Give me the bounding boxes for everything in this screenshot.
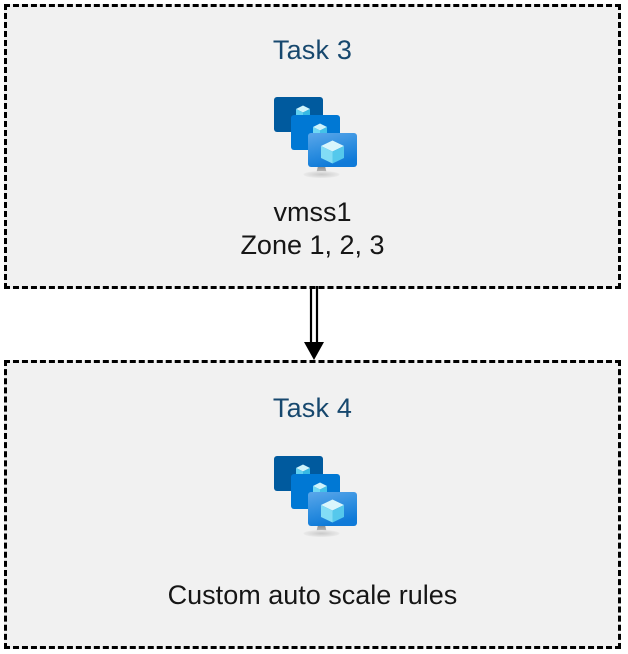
task4-label-line1: Custom auto scale rules bbox=[167, 580, 458, 610]
task3-label-line1: vmss1 bbox=[273, 197, 352, 227]
task3-title: Task 3 bbox=[272, 35, 353, 65]
task-box-task3[interactable]: Task 3 bbox=[4, 4, 621, 289]
connector-arrow-task3-to-task4 bbox=[296, 286, 340, 364]
task3-label: vmss1 Zone 1, 2, 3 bbox=[7, 196, 618, 262]
vm-scale-set-icon bbox=[263, 88, 363, 180]
task4-label: Custom auto scale rules bbox=[7, 579, 618, 612]
task3-label-line2: Zone 1, 2, 3 bbox=[240, 230, 385, 260]
vm-scale-set-icon bbox=[263, 447, 363, 539]
task4-title: Task 4 bbox=[272, 393, 353, 423]
task-box-task4[interactable]: Task 4 bbox=[4, 360, 621, 649]
